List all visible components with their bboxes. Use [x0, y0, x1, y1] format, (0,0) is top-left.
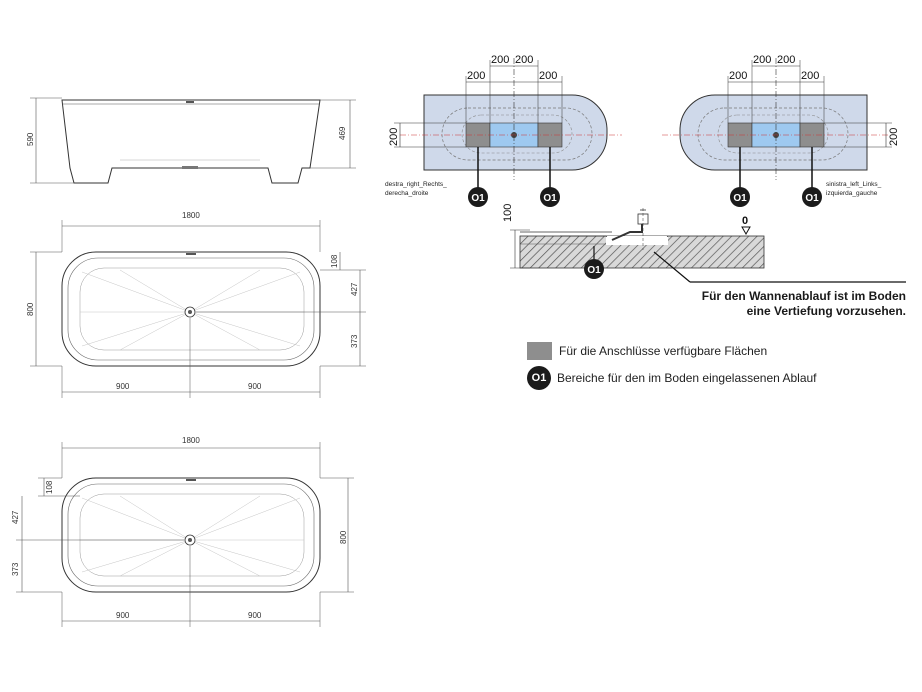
section-depth: 100: [502, 204, 514, 222]
right-plan-dim-4: 200: [539, 70, 557, 82]
o1-marker-icon: O1: [527, 366, 551, 390]
right-plan-height: 200: [388, 128, 400, 146]
right-installation-plan: 200 200 200 200 200 destra_right_Rechts_…: [385, 54, 622, 207]
right-plan-marker-1: O1: [471, 193, 485, 204]
side-height-label: 590: [26, 132, 35, 146]
top2-dim-108: 108: [45, 480, 54, 494]
section-marker: O1: [587, 265, 601, 276]
top1-dim-108: 108: [330, 254, 339, 268]
recess-note: Für den Wannenablauf ist im Boden eine V…: [702, 289, 906, 319]
left-plan-dim-2: 200: [753, 54, 771, 66]
legend-connection-area: Für die Anschlüsse verfügbare Flächen: [527, 342, 767, 360]
top2-dim-373: 373: [11, 562, 20, 576]
side-view: 590 469: [26, 97, 356, 184]
top2-dim-427: 427: [11, 510, 20, 524]
right-plan-caption-1: destra_right_Rechts_: [385, 181, 447, 188]
top1-half-right: 900: [248, 382, 262, 391]
right-plan-dim-3: 200: [515, 54, 533, 66]
top1-dim-427: 427: [350, 282, 359, 296]
top1-dim-373: 373: [350, 334, 359, 348]
top2-length-label: 1800: [182, 436, 200, 445]
left-plan-dim-1: 200: [729, 70, 747, 82]
left-plan-caption-2: izquierda_gauche: [826, 190, 878, 197]
gray-swatch-icon: [527, 342, 552, 360]
right-plan-dim-2: 200: [491, 54, 509, 66]
right-plan-dim-1: 200: [467, 70, 485, 82]
left-plan-height: 200: [888, 128, 900, 146]
left-installation-plan: 200 200 200 200 200 sinistra_left_Links_…: [662, 54, 900, 207]
recess-note-line-1: Für den Wannenablauf ist im Boden: [701, 289, 906, 303]
legend-connection-label: Für die Anschlüsse verfügbare Flächen: [559, 344, 768, 358]
floor-section: 100 0 O1: [502, 204, 906, 283]
top1-length-label: 1800: [182, 211, 200, 220]
right-plan-caption-2: derecha_droite: [385, 190, 429, 197]
side-depth-label: 469: [338, 126, 347, 140]
top2-half-left: 900: [116, 611, 130, 620]
top2-half-right: 900: [248, 611, 262, 620]
left-plan-dim-4: 200: [801, 70, 819, 82]
right-plan-marker-2: O1: [543, 193, 557, 204]
top-view-2: 1800 800 108 427 373 900 900: [11, 436, 354, 627]
recess-note-line-2: eine Vertiefung vorzusehen.: [746, 304, 906, 318]
left-plan-marker-1: O1: [733, 193, 747, 204]
legend-drain-area: O1 Bereiche für den im Boden eingelassen…: [527, 366, 817, 390]
top1-half-left: 900: [116, 382, 130, 391]
section-zero-label: 0: [742, 215, 748, 227]
top2-width-label: 800: [339, 530, 348, 544]
left-plan-marker-2: O1: [805, 193, 819, 204]
left-plan-caption-1: sinistra_left_Links_: [826, 181, 882, 188]
top-view-1: 1800 800 108 427 373 900 900: [26, 211, 366, 398]
left-plan-dim-3: 200: [777, 54, 795, 66]
legend-drain-label: Bereiche für den im Boden eingelassenen …: [557, 371, 817, 385]
top1-width-label: 800: [26, 302, 35, 316]
